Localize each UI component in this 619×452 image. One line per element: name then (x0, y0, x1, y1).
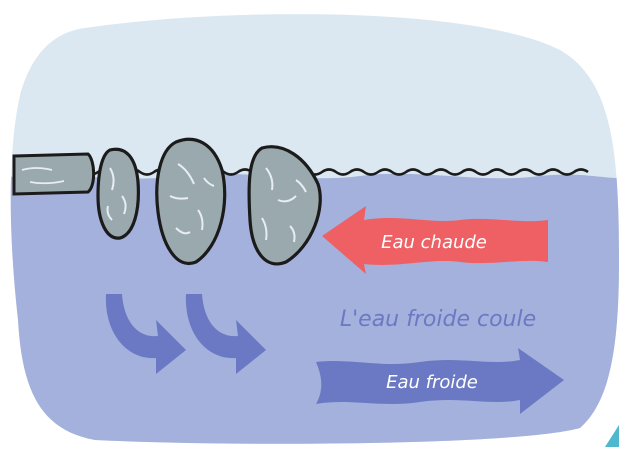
warm-water-label: Eau chaude (381, 232, 487, 253)
cold-water-label: Eau froide (386, 372, 478, 393)
corner-accent (605, 425, 619, 447)
cold-sinks-label: L'eau froide coule (340, 307, 536, 332)
ice-shelf (14, 154, 94, 194)
rock-small (98, 149, 138, 238)
